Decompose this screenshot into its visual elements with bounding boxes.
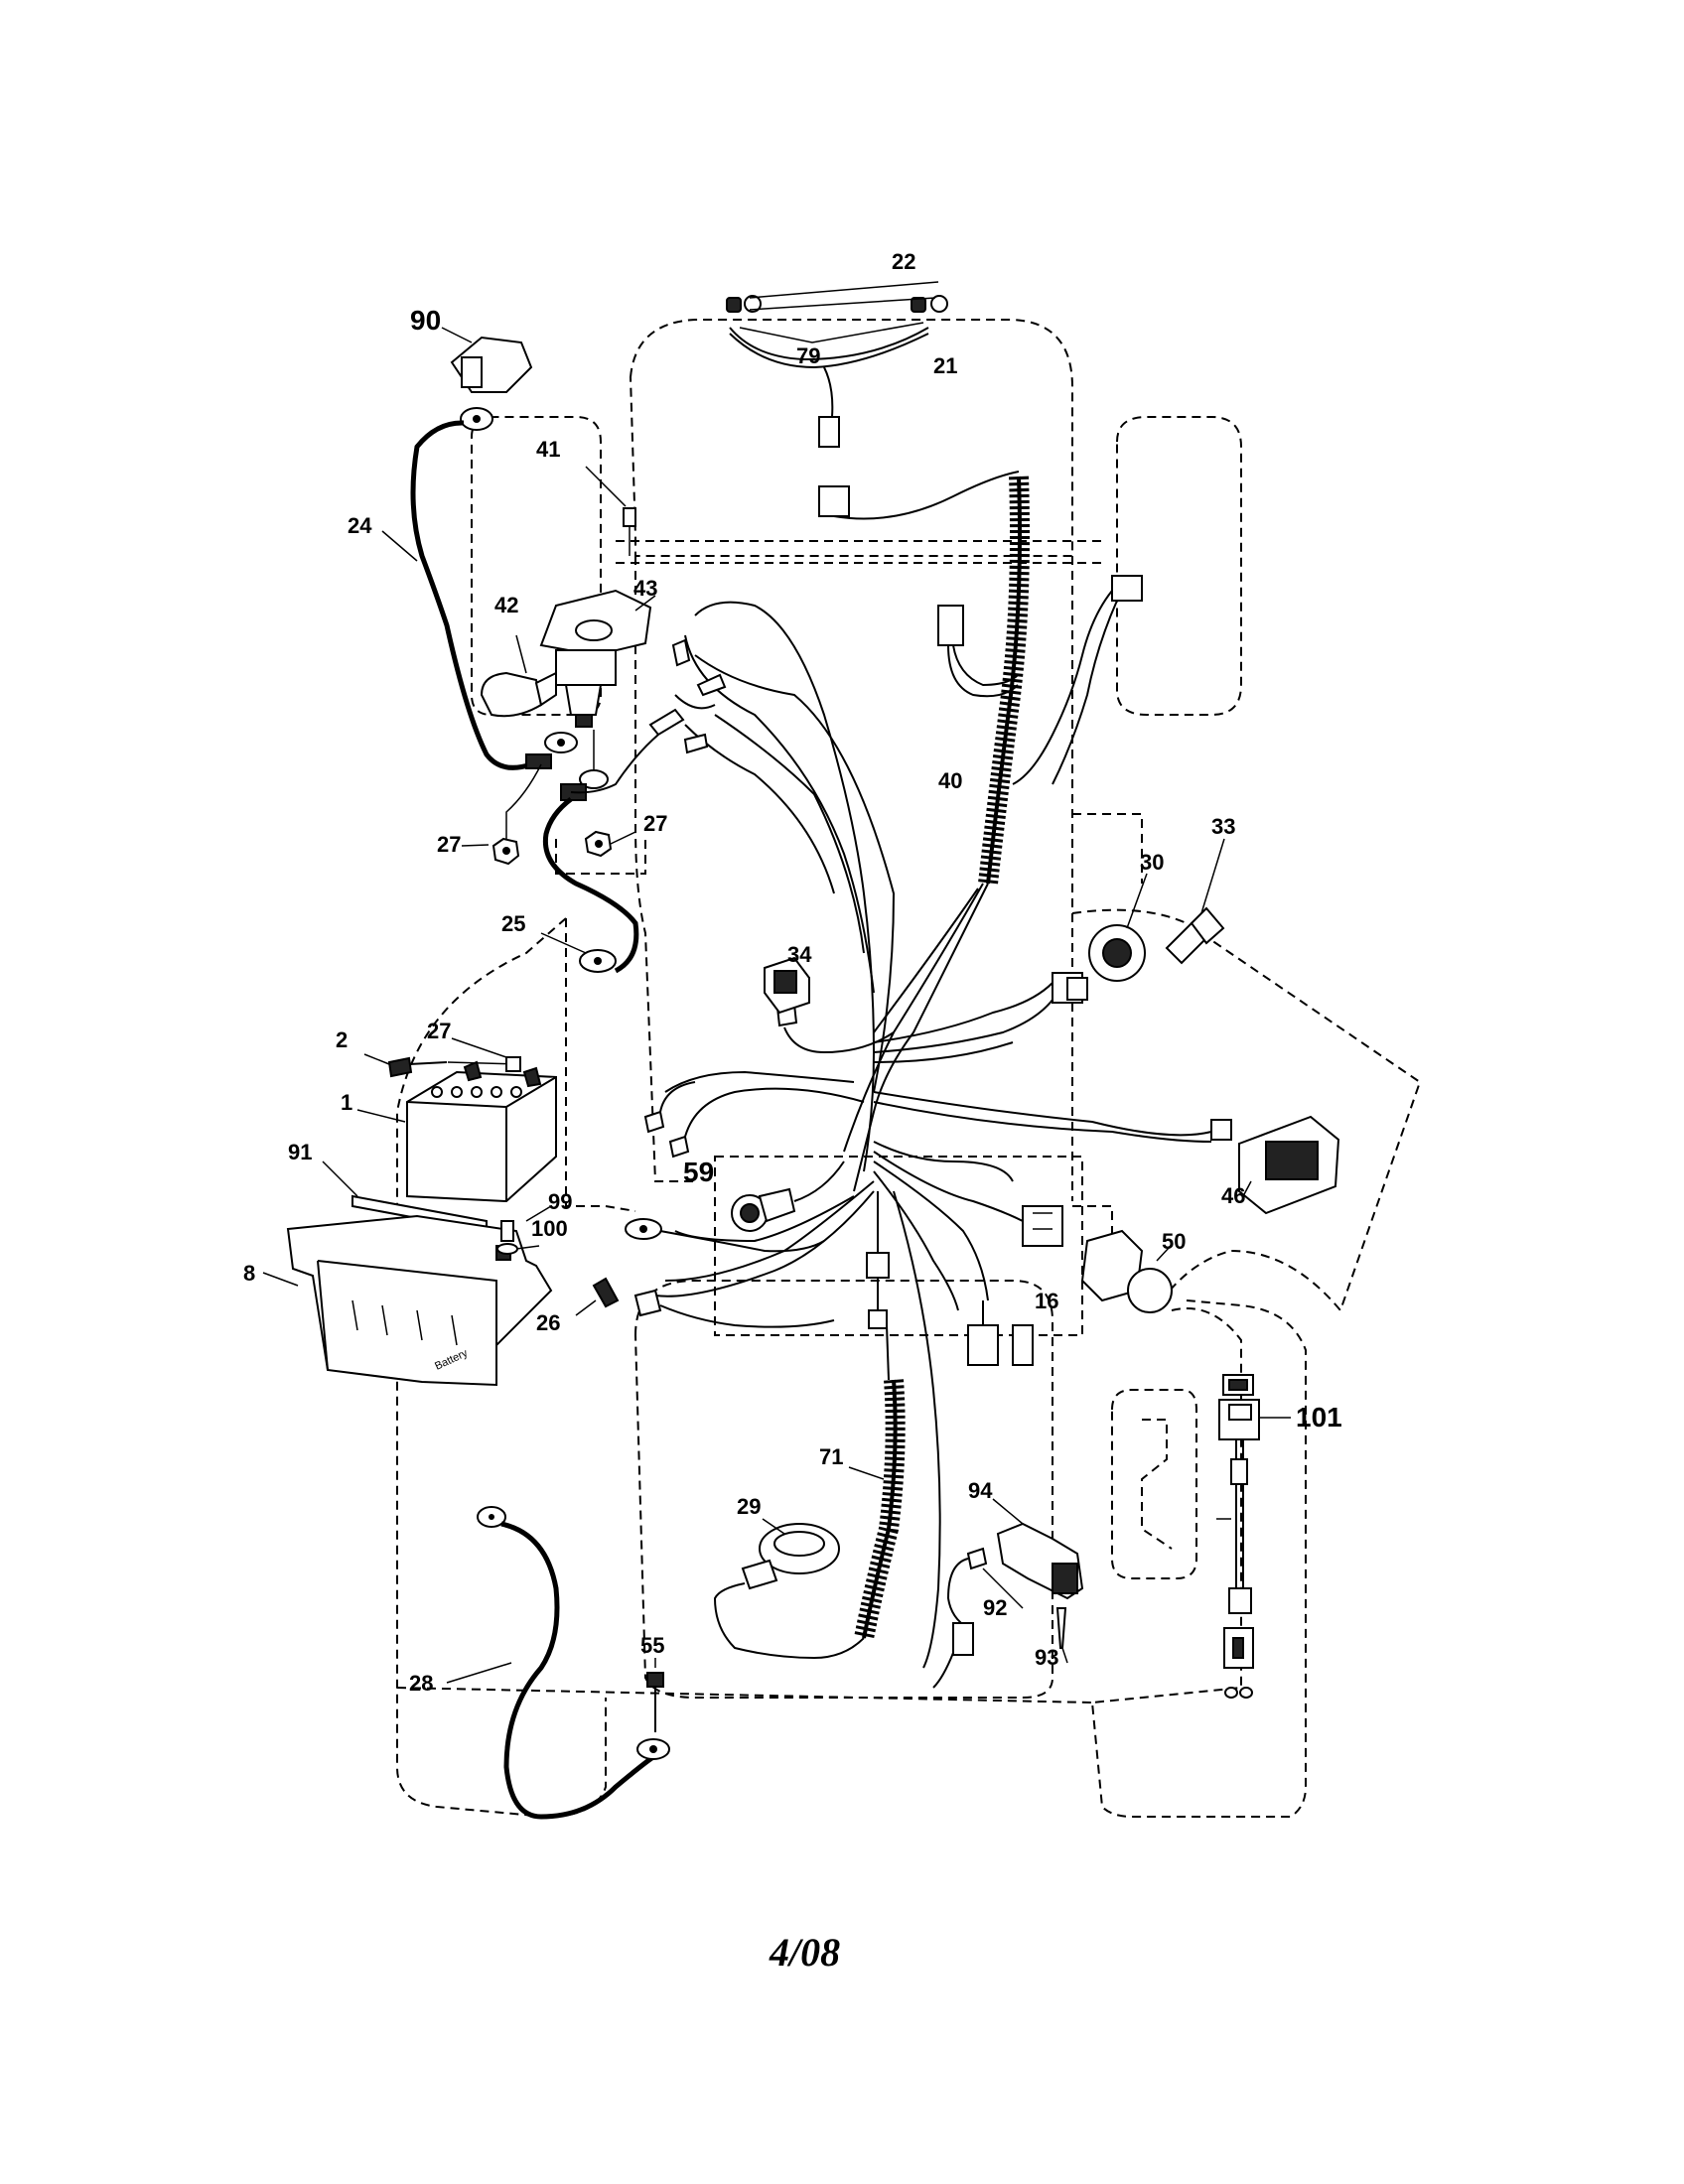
callout-93: 93 [1035, 1645, 1058, 1670]
callout-25: 25 [501, 911, 525, 936]
battery-terminal-boot [441, 327, 533, 393]
ground-wire-ring [625, 1218, 825, 1253]
bolt-washer [496, 1205, 552, 1255]
lighter-socket [731, 1160, 845, 1232]
headlight-assembly [726, 281, 948, 448]
battery-cable-25 [540, 783, 639, 974]
callout-101: 101 [1296, 1402, 1342, 1433]
nuts-27 [461, 763, 636, 866]
callout-labels: 90 22 79 21 41 24 43 42 40 27 27 33 30 2… [243, 249, 1342, 1696]
ground-screw [646, 1658, 664, 1732]
callout-79: 79 [796, 343, 820, 368]
callout-55: 55 [640, 1633, 664, 1658]
callout-34: 34 [787, 942, 812, 967]
callout-91: 91 [288, 1140, 312, 1164]
callout-71: 71 [819, 1444, 843, 1469]
fuse [575, 1277, 835, 1328]
relay-harness [1216, 1374, 1291, 1699]
callout-43: 43 [633, 576, 657, 601]
callout-30: 30 [1140, 850, 1164, 875]
tractor-outline [396, 319, 1422, 1819]
callout-94: 94 [968, 1478, 993, 1503]
hour-meter [1238, 1115, 1340, 1215]
callout-42: 42 [494, 593, 518, 617]
ignition-key [1165, 838, 1225, 965]
callout-28: 28 [409, 1671, 433, 1696]
callout-40: 40 [938, 768, 962, 793]
callout-21: 21 [933, 353, 957, 378]
callout-100: 100 [531, 1216, 568, 1241]
callout-8: 8 [243, 1261, 255, 1286]
solenoid-boot [480, 634, 557, 718]
seat-harness-coil [713, 1324, 906, 1660]
battery-tray [262, 1214, 553, 1387]
callout-33: 33 [1211, 814, 1235, 839]
reverse-switch [932, 1498, 1084, 1689]
callout-99: 99 [548, 1189, 572, 1214]
battery-cable-24 [381, 407, 578, 770]
pto-switch [1080, 1229, 1173, 1313]
callout-29: 29 [737, 1494, 761, 1519]
ignition-switch [1088, 873, 1148, 982]
callout-16: 16 [1035, 1289, 1058, 1313]
ground-cable-28 [446, 1506, 670, 1820]
battery [356, 1037, 557, 1203]
callout-90: 90 [410, 305, 441, 336]
callout-27-left: 27 [437, 832, 461, 857]
callout-22: 22 [892, 249, 915, 274]
revision-footer: 4/08 [769, 1930, 840, 1975]
callout-92: 92 [983, 1595, 1007, 1620]
callout-46: 46 [1221, 1183, 1245, 1208]
callout-1: 1 [341, 1090, 352, 1115]
callout-27-right: 27 [643, 811, 667, 836]
callout-27-battery: 27 [427, 1019, 451, 1043]
callout-41: 41 [536, 437, 560, 462]
light-switch [764, 956, 810, 1015]
callout-59: 59 [683, 1157, 714, 1187]
callout-50: 50 [1162, 1229, 1186, 1254]
seat-switch [741, 1518, 840, 1590]
callout-26: 26 [536, 1310, 560, 1335]
callout-24: 24 [348, 513, 372, 538]
main-wire-harness [570, 471, 1232, 1669]
callout-2: 2 [336, 1027, 348, 1052]
right-connector-harness [937, 575, 1143, 785]
